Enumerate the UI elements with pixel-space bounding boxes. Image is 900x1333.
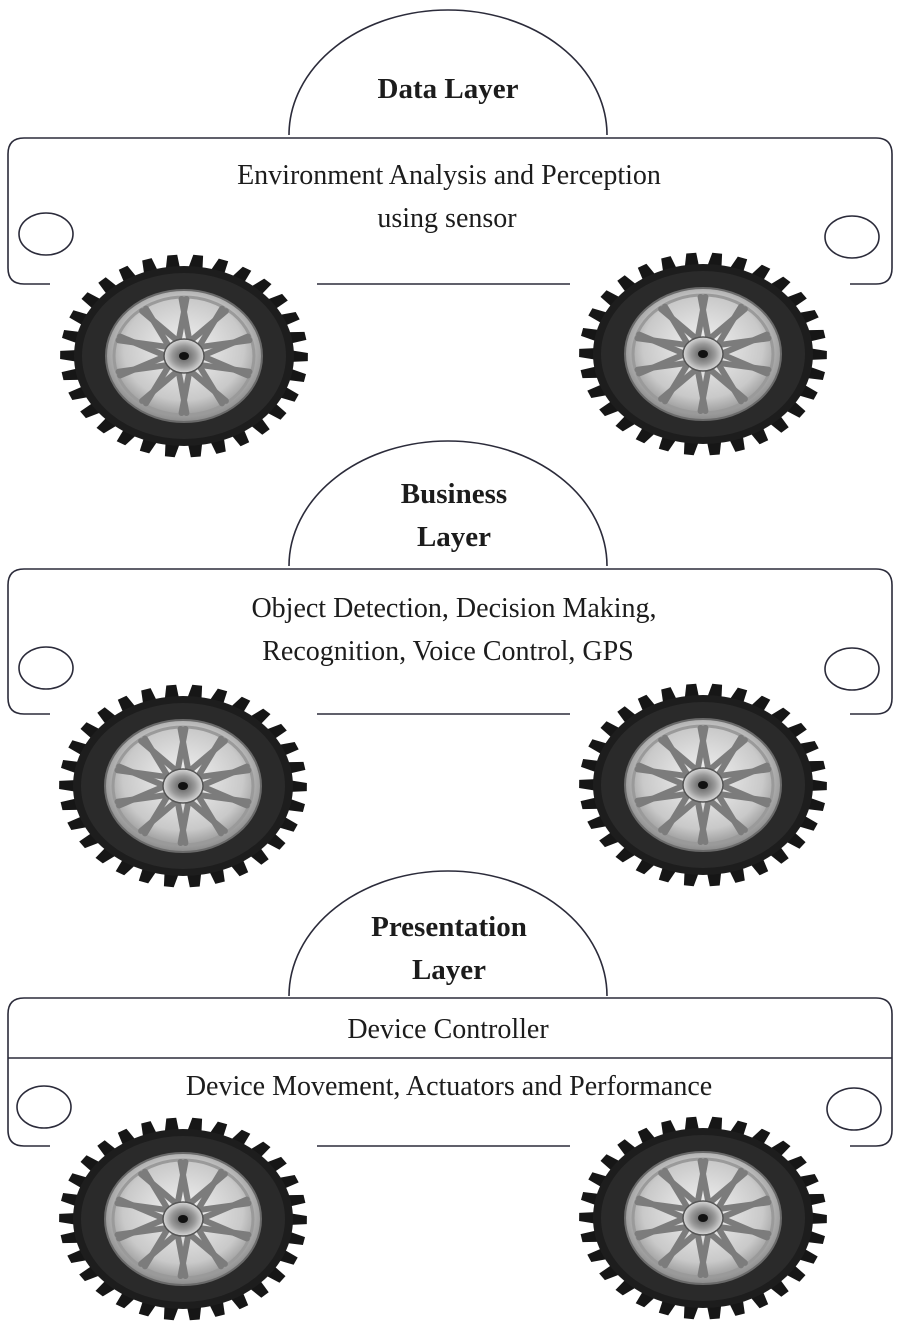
layer-title: Presentation	[371, 911, 527, 943]
wheel-well-icon	[18, 212, 74, 256]
tire-icon	[59, 685, 307, 888]
tire-icon	[60, 255, 308, 458]
layer-body-outline	[7, 568, 893, 715]
layer-body-outline	[7, 997, 893, 1147]
layer-description-line: Recognition, Voice Control, GPS	[262, 636, 634, 667]
wheel-well-icon	[16, 1085, 72, 1129]
layer-description-line: using sensor	[377, 203, 517, 234]
layer-business: Business Layer Object Detection, Decisio…	[7, 440, 893, 888]
layer-data: Data Layer Environment Analysis and Perc…	[7, 9, 893, 458]
layer-title-dome	[288, 9, 608, 136]
tire-icon	[579, 1117, 827, 1320]
layer-presentation: Presentation Layer Device Controller Dev…	[7, 870, 893, 1321]
layer-description-line: Environment Analysis and Perception	[237, 160, 661, 191]
layer-description-line: Device Movement, Actuators and Performan…	[186, 1071, 712, 1102]
tire-icon	[59, 1118, 307, 1321]
layer-title: Data Layer	[378, 73, 519, 105]
wheel-well-icon	[826, 1087, 882, 1131]
layer-title-dome	[288, 870, 608, 997]
layer-body-outline	[7, 137, 893, 285]
wheel-well-icon	[824, 215, 880, 259]
layer-title: Layer	[412, 954, 486, 986]
layer-header-text: Device Controller	[347, 1014, 549, 1045]
layer-title: Business	[401, 478, 507, 510]
layer-title: Layer	[417, 521, 491, 553]
layer-title-dome	[288, 440, 608, 567]
wheel-well-icon	[18, 646, 74, 690]
layer-description-line: Object Detection, Decision Making,	[251, 593, 656, 624]
tire-icon	[579, 684, 827, 887]
tire-icon	[579, 253, 827, 456]
wheel-well-icon	[824, 647, 880, 691]
